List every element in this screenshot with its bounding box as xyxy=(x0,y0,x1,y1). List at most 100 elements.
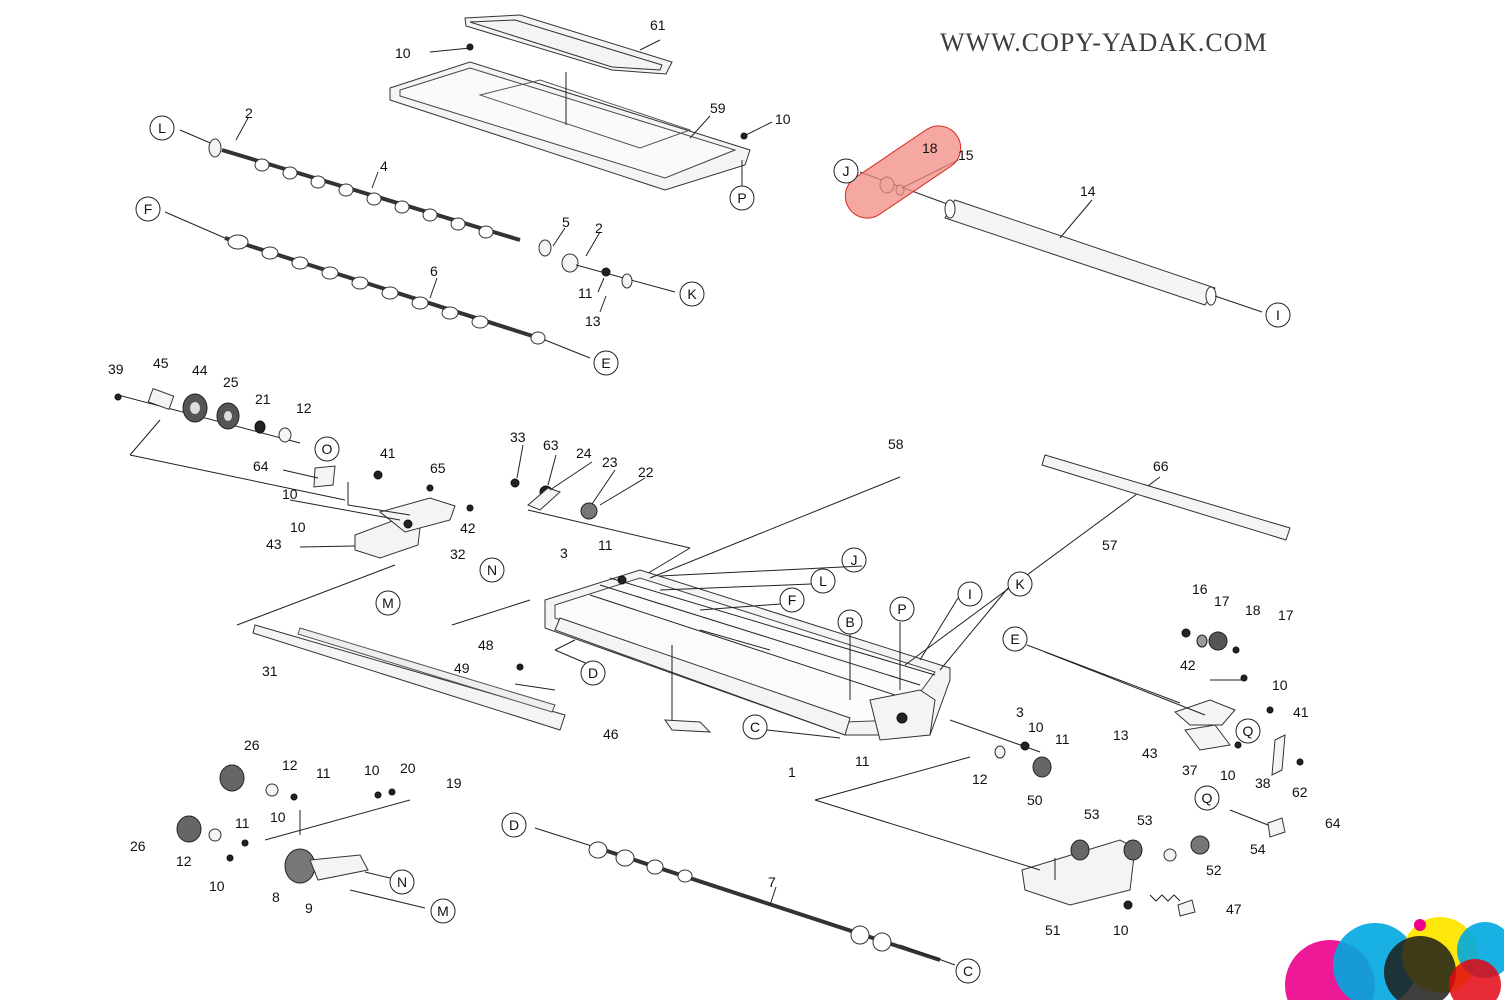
part-number: 52 xyxy=(1206,862,1222,878)
part-number: 2 xyxy=(245,105,253,121)
part-number: 13 xyxy=(1113,727,1129,743)
left-bracket-assembly xyxy=(236,465,474,626)
part-number: 17 xyxy=(1214,593,1230,609)
callout-letter: K xyxy=(1015,576,1025,592)
part-number: 3 xyxy=(1016,704,1024,720)
main-frame xyxy=(544,476,1161,753)
part-number: 64 xyxy=(1325,815,1341,831)
part-number: 42 xyxy=(1180,657,1196,673)
part-number: 10 xyxy=(395,45,411,61)
shaft-6 xyxy=(164,211,676,359)
part-number: 7 xyxy=(768,874,776,890)
part-number: 14 xyxy=(1080,183,1096,199)
part-number: 65 xyxy=(430,460,446,476)
left-gear-stack xyxy=(114,388,346,501)
callout-letter: L xyxy=(158,120,166,136)
part-number: 11 xyxy=(855,753,870,769)
part-number: 42 xyxy=(460,520,476,536)
part-number: 10 xyxy=(775,111,791,127)
part-number: 25 xyxy=(223,374,239,390)
part-number: 43 xyxy=(266,536,282,552)
watermark-text: WWW.COPY-YADAK.COM xyxy=(940,28,1268,57)
callout-letter: M xyxy=(437,903,449,919)
part-number: 15 xyxy=(958,147,974,163)
callout-letter: Q xyxy=(1202,790,1213,806)
part-number: 23 xyxy=(602,454,618,470)
part-number: 10 xyxy=(209,878,225,894)
callout-letter: P xyxy=(737,190,746,206)
part-number: 10 xyxy=(290,519,306,535)
callout-letter: M xyxy=(382,595,394,611)
part-number: 59 xyxy=(710,100,726,116)
part-number: 21 xyxy=(255,391,271,407)
part-number: 12 xyxy=(176,853,192,869)
part-number: 16 xyxy=(1192,581,1208,597)
callout-letter: P xyxy=(897,601,906,617)
part-number: 57 xyxy=(1102,537,1118,553)
callout-letter: K xyxy=(687,286,697,302)
part-number: 66 xyxy=(1153,458,1169,474)
part-number: 61 xyxy=(650,17,666,33)
brand-logo xyxy=(1285,917,1504,1000)
part-number: 31 xyxy=(262,663,278,679)
shaft-4 xyxy=(179,117,566,257)
bottom-right-bracket xyxy=(814,741,1210,917)
part-number-labels: 61 10 59 10 2 4 15 14 5 2 6 11 13 39 45 … xyxy=(108,17,1341,938)
callout-letter: Q xyxy=(1243,723,1254,739)
part-number: 11 xyxy=(235,815,250,831)
part-number: 49 xyxy=(454,660,470,676)
callout-letter: F xyxy=(144,201,153,217)
callout-letter: B xyxy=(845,614,854,630)
part-number: 1 xyxy=(788,764,796,780)
part-number: 19 xyxy=(446,775,462,791)
part-number: 11 xyxy=(578,285,593,301)
part-number: 13 xyxy=(585,313,601,329)
part-number: 41 xyxy=(380,445,396,461)
part-number: 62 xyxy=(1292,784,1308,800)
highlight-label: 18 xyxy=(922,140,938,156)
part-number: 24 xyxy=(576,445,592,461)
callout-letter: E xyxy=(1010,631,1019,647)
callout-letter: F xyxy=(788,592,797,608)
part-number: 11 xyxy=(1055,731,1070,747)
highlight-marker xyxy=(844,125,962,219)
part-number: 63 xyxy=(543,437,559,453)
part-number: 12 xyxy=(296,400,312,416)
part-number: 54 xyxy=(1250,841,1266,857)
bottom-left-gears xyxy=(176,764,426,909)
part-number: 17 xyxy=(1278,607,1294,623)
part-number: 20 xyxy=(400,760,416,776)
part-number: 58 xyxy=(888,436,904,452)
part-number: 50 xyxy=(1027,792,1043,808)
part-number: 43 xyxy=(1142,745,1158,761)
part-number: 33 xyxy=(510,429,526,445)
part-number: 10 xyxy=(364,762,380,778)
bar-66 xyxy=(1041,454,1291,541)
part-number: 22 xyxy=(638,464,654,480)
part-number: 51 xyxy=(1045,922,1061,938)
middle-gear-group xyxy=(510,444,691,579)
part-number: 12 xyxy=(972,771,988,787)
callout-letter: D xyxy=(509,817,519,833)
callout-letter: J xyxy=(843,163,850,179)
right-bracket-group xyxy=(1044,628,1304,838)
callout-letter: C xyxy=(963,963,973,979)
part-number: 26 xyxy=(130,838,146,854)
part-number: 44 xyxy=(192,362,208,378)
part-number: 10 xyxy=(1028,719,1044,735)
part-number: 2 xyxy=(595,220,603,236)
callout-letter: D xyxy=(588,665,598,681)
part-number: 5 xyxy=(562,214,570,230)
part-number: 10 xyxy=(270,809,286,825)
part-number: 38 xyxy=(1255,775,1271,791)
part-number: 11 xyxy=(598,537,613,553)
part-number: 37 xyxy=(1182,762,1198,778)
part-number: 39 xyxy=(108,361,124,377)
part-number: 45 xyxy=(153,355,169,371)
part-number: 64 xyxy=(253,458,269,474)
callout-letter: N xyxy=(487,562,497,578)
part-number: 10 xyxy=(282,486,298,502)
shaft-7 xyxy=(534,827,956,966)
callout-letter: E xyxy=(601,355,610,371)
callout-letter: C xyxy=(750,719,760,735)
